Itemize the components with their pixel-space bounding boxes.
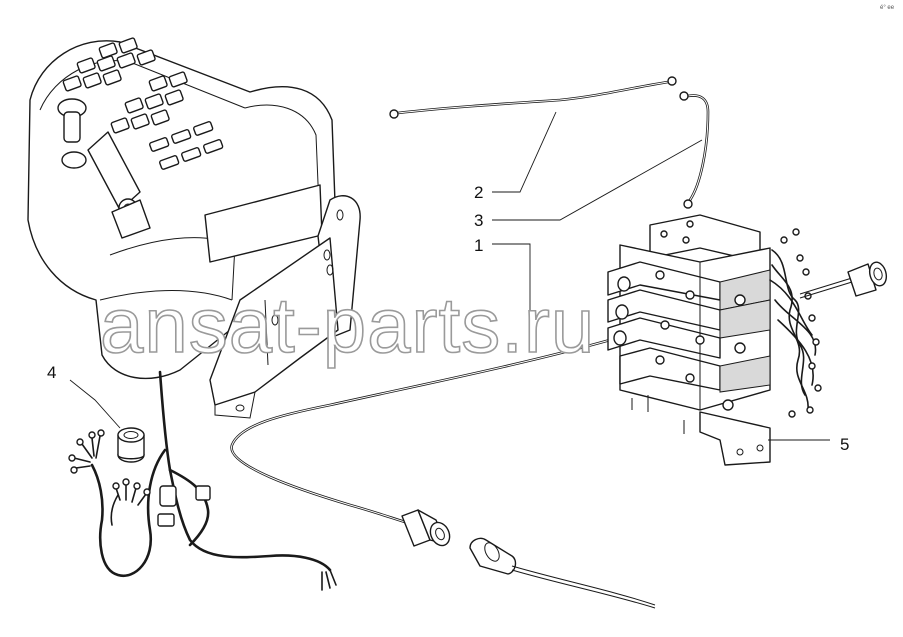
ring-terminal [389,109,399,119]
cable-3 [679,91,710,209]
switch-panel [62,37,224,170]
rotary-switch [117,427,145,463]
loose-plug-cable [469,537,656,609]
callout-3: 3 [474,211,483,230]
terminal-branch [68,429,105,474]
valve-connector-plug [799,261,888,299]
leader-lines [69,111,830,441]
watermark: ansat-parts.ru [100,281,595,369]
valve-bottom-bracket [699,411,771,466]
valve-control-cable [230,338,612,547]
callout-4: 4 [47,363,56,382]
corner-mark: é° ee [880,5,895,11]
ring-terminal [667,76,677,86]
console-mounting-bracket [209,195,361,419]
terminal-branch [112,478,151,506]
cable-plug [401,509,451,547]
harness-connector [159,485,177,507]
callout-5: 5 [840,435,849,454]
callout-1: 1 [474,236,483,255]
cable-2 [389,76,677,119]
hydraulic-valve-block [607,214,888,466]
valve-wire-bundle [769,228,822,418]
harness-connector [157,513,175,527]
ring-terminal [679,91,689,101]
callout-2: 2 [474,183,483,202]
joystick [57,98,151,239]
harness-connector [195,485,211,501]
console-wiring-harness [68,370,337,591]
ring-terminal [683,199,693,209]
